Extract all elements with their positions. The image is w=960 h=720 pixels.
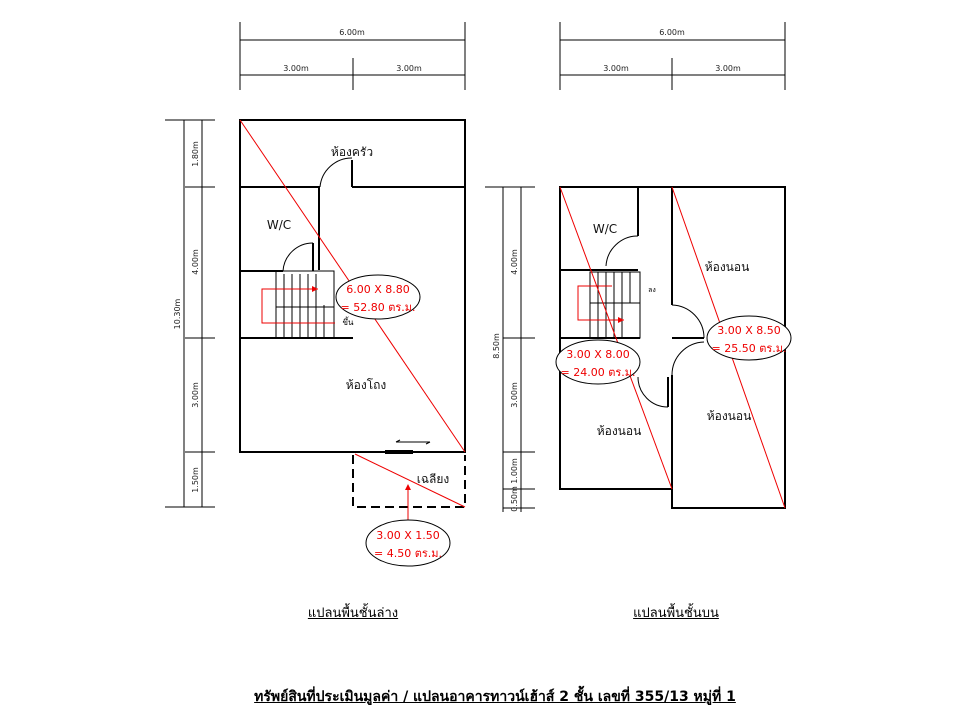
- room-hall: ห้องโถง: [346, 378, 387, 392]
- dim-d2: 4.00m: [191, 249, 200, 275]
- dim-left: 3.00m: [603, 64, 629, 73]
- area-left-dims: 3.00 X 8.00: [566, 348, 630, 361]
- area-bubble-main: [335, 274, 421, 320]
- area-porch-total: = 4.50 ตร.ม.: [374, 547, 442, 560]
- page-title: ทรัพย์สินที่ประเมินมูลค่า / แปลนอาคารทาว…: [254, 689, 736, 705]
- upper-top-dimensions: 6.00m 3.00m 3.00m: [559, 22, 786, 90]
- ground-floor-plan: 6.00m 3.00m 3.00m 10.30m 1.80m 4.00m 3.0…: [165, 22, 466, 567]
- dim-d4: 0.50m: [510, 486, 519, 512]
- ground-floor-caption: แปลนพื้นชั้นล่าง: [307, 606, 399, 621]
- upper-walls: [559, 186, 786, 509]
- dim-width: 6.00m: [339, 28, 365, 37]
- area-right-total: = 25.50 ตร.ม.: [712, 342, 787, 355]
- ground-top-dimensions: 6.00m 3.00m 3.00m: [239, 22, 466, 90]
- room-wc: W/C: [267, 218, 291, 232]
- room-bedroom-1: ห้องนอน: [705, 260, 750, 274]
- dim-left: 3.00m: [283, 64, 309, 73]
- dim-d1: 4.00m: [510, 249, 519, 275]
- upper-side-dimensions: 8.50m 4.00m 3.00m 1.00m 0.50m: [485, 186, 535, 512]
- area-bubble-left: [555, 339, 641, 385]
- area-bubble-right: [706, 315, 792, 361]
- upper-left-diagonal: [559, 186, 673, 490]
- stair-up-label: ขึ้น: [343, 316, 354, 327]
- room-wc: W/C: [593, 222, 617, 236]
- dim-width: 6.00m: [659, 28, 685, 37]
- area-porch-dims: 3.00 X 1.50: [376, 529, 440, 542]
- dim-d3: 1.00m: [510, 458, 519, 484]
- room-bedroom-3: ห้องนอน: [597, 424, 642, 438]
- room-kitchen: ห้องครัว: [331, 145, 373, 159]
- upper-floor-plan: 6.00m 3.00m 3.00m 8.50m 4.00m 3.00m 1.00…: [485, 22, 792, 512]
- area-right-dims: 3.00 X 8.50: [717, 324, 781, 337]
- upper-floor-caption: แปลนพื้นชั้นบน: [633, 606, 719, 621]
- area-main-dims: 6.00 X 8.80: [346, 283, 410, 296]
- dim-depth: 10.30m: [173, 298, 182, 329]
- area-bubble-porch: [365, 519, 451, 567]
- dim-right: 3.00m: [715, 64, 741, 73]
- dim-d2: 3.00m: [510, 382, 519, 408]
- ground-side-dimensions: 10.30m 1.80m 4.00m 3.00m 1.50m: [165, 119, 215, 508]
- dim-d4: 1.50m: [191, 467, 200, 493]
- stair-down-label: ลง: [648, 286, 656, 294]
- ground-walls: [239, 119, 466, 508]
- area-main-total: = 52.80 ตร.ม.: [341, 301, 416, 314]
- room-bedroom-2: ห้องนอน: [707, 409, 752, 423]
- dim-d1: 1.80m: [191, 141, 200, 167]
- dim-d3: 3.00m: [191, 382, 200, 408]
- room-porch: เฉลียง: [417, 472, 450, 486]
- area-left-total: = 24.00 ตร.ม.: [561, 366, 636, 379]
- porch-area-diagonal: [354, 453, 466, 508]
- dim-right: 3.00m: [396, 64, 422, 73]
- dim-depth: 8.50m: [492, 333, 501, 359]
